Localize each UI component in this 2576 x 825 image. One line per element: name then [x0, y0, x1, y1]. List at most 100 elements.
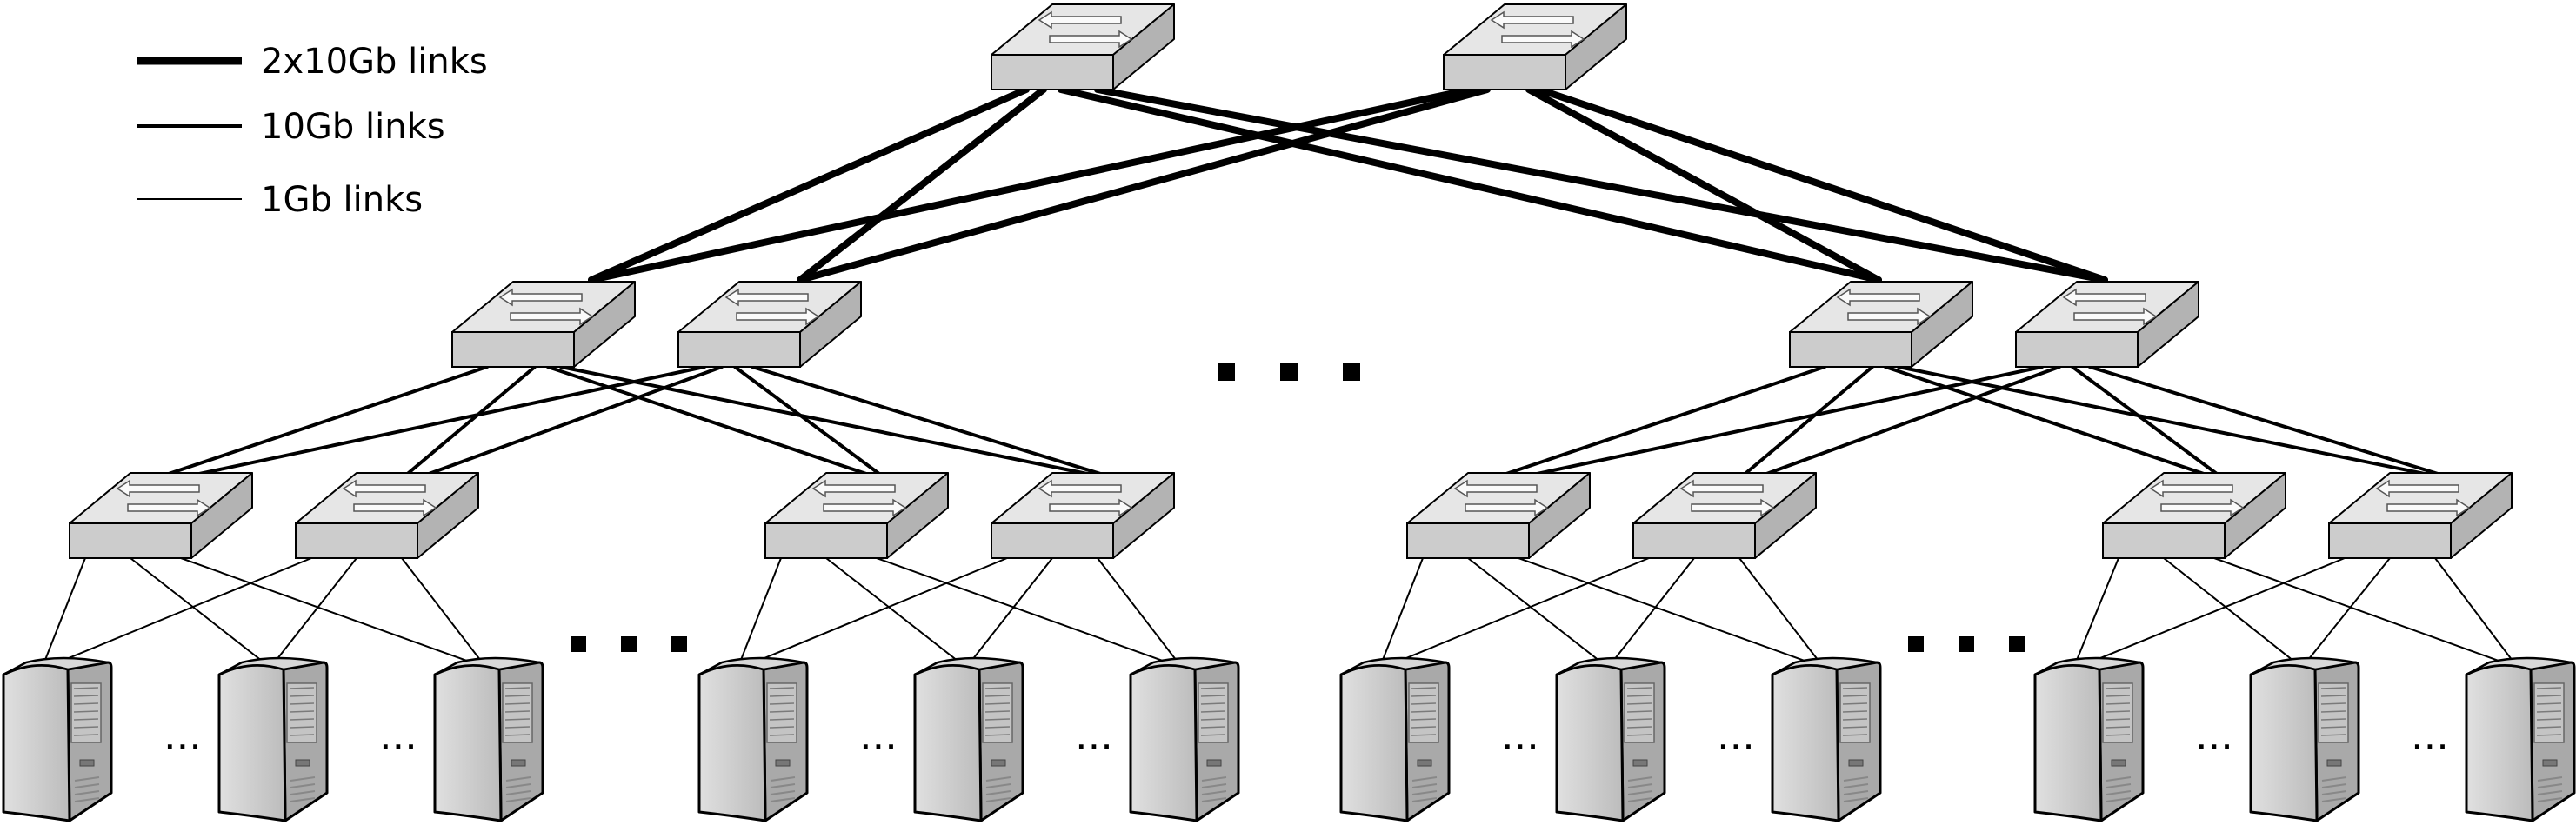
switch-arrow-icon: [498, 288, 583, 307]
server-bay-line: [1411, 702, 1437, 705]
server-bay-line: [1411, 695, 1437, 697]
switch-front-face: [69, 522, 192, 559]
server-bay: [502, 682, 533, 743]
link-edge-server: [1380, 557, 1424, 665]
server-vent: [1627, 783, 1653, 788]
server-bay-line: [2320, 695, 2346, 697]
server-bay-line: [984, 726, 1011, 729]
link-agg-edge: [751, 365, 1111, 478]
server-vent: [1411, 776, 1438, 782]
switches-layer: [69, 3, 2513, 559]
link-core2-agg1: [588, 86, 1473, 283]
server-bay-line: [504, 718, 531, 721]
server-bay-line: [769, 687, 795, 689]
switch-arrow-icon: [1038, 10, 1122, 30]
legend: 2x10Gb links 10Gb links 1Gb links: [137, 42, 488, 220]
ellipsis-dot: [571, 636, 586, 652]
servers-layer: [2, 656, 2576, 822]
server-bay: [286, 682, 317, 743]
switch-arrow-icon: [2160, 498, 2245, 517]
edge-switch-2: [295, 472, 479, 559]
server-top: [1339, 656, 1447, 676]
server-vent: [985, 797, 1011, 802]
server-vent: [770, 797, 796, 802]
server-vent: [290, 797, 316, 802]
server-bay-line: [2105, 718, 2131, 721]
switch-arrow-icon: [127, 498, 211, 517]
switch-arrow-icon: [2073, 307, 2158, 326]
server-vent: [2106, 797, 2132, 802]
server-vent: [2537, 797, 2563, 802]
server-vent: [1201, 783, 1227, 788]
link-agg-edge: [1523, 365, 2044, 478]
core-switch-1: [991, 3, 1175, 90]
switch-arrow-icon: [2375, 479, 2459, 498]
server-bay-line: [1842, 695, 1868, 697]
ellipsis-between-servers: ...: [1717, 712, 1755, 759]
link-edge-server: [272, 557, 357, 665]
switch-arrow-icon: [2386, 498, 2471, 517]
link-core2-agg3: [1525, 86, 1882, 283]
switch-arrow-icon: [1691, 498, 1775, 517]
server-bay-line: [2105, 726, 2131, 729]
switch-arrow-icon: [1038, 479, 1122, 498]
server-bay-line: [1626, 718, 1652, 721]
link-edge-server: [2434, 557, 2516, 665]
server-vent: [1843, 790, 1869, 795]
ellipsis-dot: [671, 636, 687, 652]
server-bay: [2318, 682, 2349, 743]
server-bay-line: [769, 710, 795, 713]
switch-arrow-icon: [823, 498, 907, 517]
server-bay-line: [2105, 687, 2131, 689]
server-front: [2249, 663, 2319, 822]
server-bay: [1408, 682, 1439, 743]
link-edge-server: [53, 557, 312, 665]
switch-arrow-icon: [1679, 479, 1764, 498]
server-9: [1771, 656, 1882, 822]
server-bay-line: [73, 726, 99, 729]
server-bay-line: [984, 687, 1011, 689]
aggregation-switch-4: [2015, 281, 2199, 368]
server-bay-line: [1626, 710, 1652, 713]
server-bay-line: [2536, 718, 2562, 721]
link-edge-server: [738, 557, 782, 665]
link-edge-server: [401, 557, 484, 665]
switch-arrow-icon: [1049, 30, 1133, 49]
switch-front-face: [451, 331, 575, 368]
server-top: [433, 656, 541, 676]
server-bay-line: [289, 702, 315, 705]
server-front: [1555, 663, 1625, 822]
switch-arrow-icon: [116, 479, 200, 498]
server-vent: [1411, 783, 1438, 788]
server-8: [1555, 656, 1666, 822]
server-vent: [290, 783, 316, 788]
server-vent: [2537, 783, 2563, 788]
edge-switch-7: [2102, 472, 2286, 559]
server-vent: [290, 776, 316, 782]
server-bay-line: [504, 726, 531, 729]
server-bay-line: [769, 695, 795, 697]
server-button: [2111, 759, 2126, 767]
server-button: [1848, 759, 1864, 767]
server-bay-line: [1842, 687, 1868, 689]
link-edge-server: [2074, 557, 2119, 665]
server-front: [1339, 663, 1409, 822]
link-core1-agg1: [588, 86, 1030, 283]
server-vent: [1411, 790, 1438, 795]
ellipsis-layer: ........................: [164, 363, 2449, 759]
switch-front-face: [764, 522, 888, 559]
server-bay-line: [1626, 726, 1652, 729]
server-button: [79, 759, 95, 767]
server-vent: [1843, 776, 1869, 782]
ellipsis-dot: [1280, 363, 1298, 381]
link-agg-edge: [159, 365, 489, 478]
server-bay-line: [769, 718, 795, 721]
link-agg-edge: [403, 365, 537, 478]
switch-front-face: [2015, 331, 2139, 368]
server-7: [1339, 656, 1451, 822]
aggregation-switch-3: [1789, 281, 1973, 368]
edge-switch-8: [2328, 472, 2513, 559]
server-bay-line: [2320, 726, 2346, 729]
server-top: [1129, 656, 1237, 676]
server-bay-line: [504, 710, 531, 713]
